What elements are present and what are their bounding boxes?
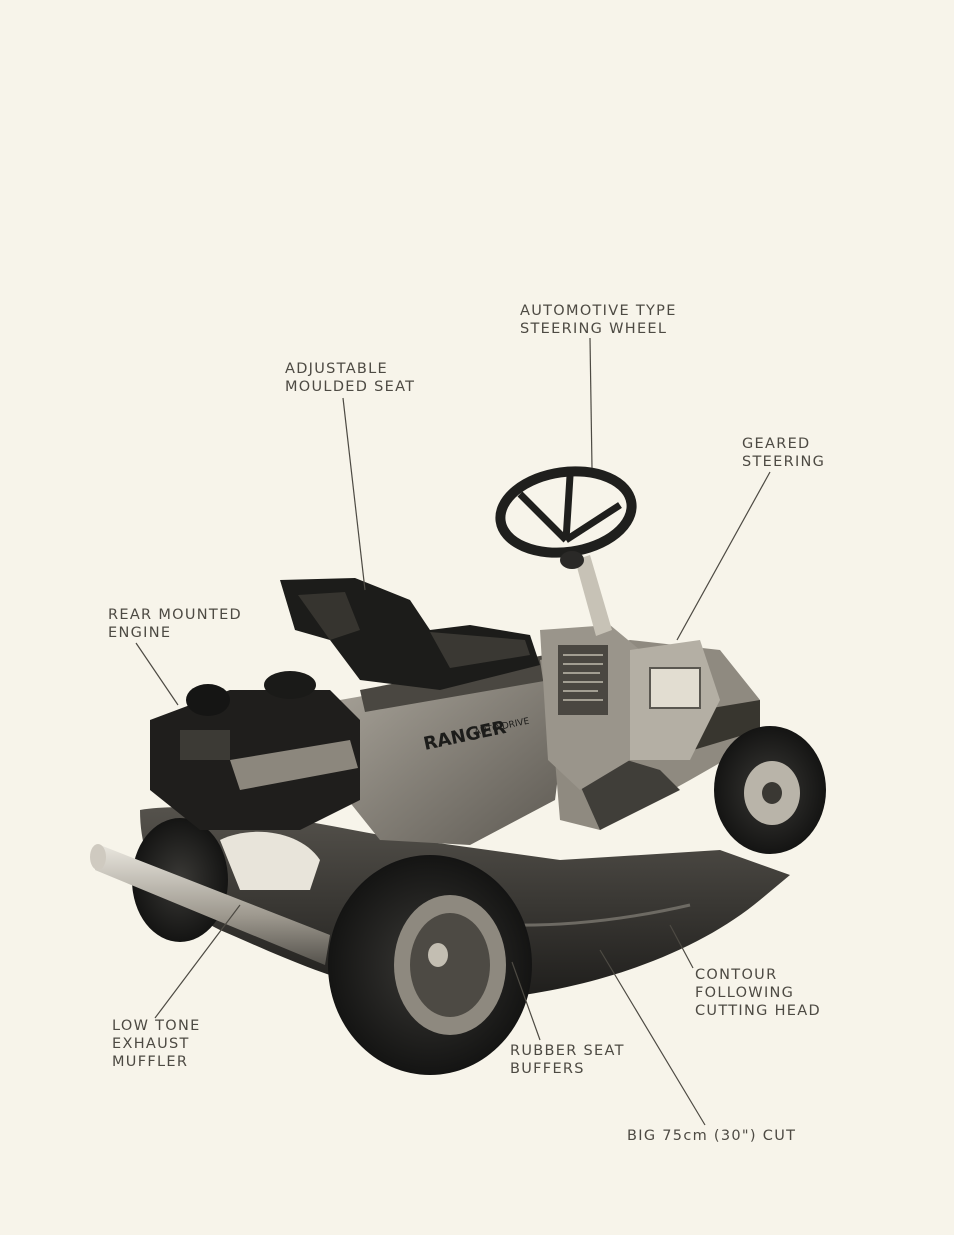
- leader-geared-steering: [677, 472, 770, 640]
- front-wheel: [714, 726, 826, 854]
- moulded-seat: [280, 578, 540, 690]
- label-muffler: LOW TONE EXHAUST MUFFLER: [112, 1017, 201, 1071]
- steering-wheel: [495, 463, 637, 569]
- leader-cut: [600, 950, 705, 1125]
- label-engine: REAR MOUNTED ENGINE: [108, 606, 242, 642]
- label-contour-head: CONTOUR FOLLOWING CUTTING HEAD: [695, 966, 821, 1020]
- label-seat-buffers: RUBBER SEAT BUFFERS: [510, 1042, 625, 1078]
- leader-engine: [136, 643, 178, 705]
- rear-wheel: [328, 855, 532, 1075]
- label-seat: ADJUSTABLE MOULDED SEAT: [285, 360, 415, 396]
- label-geared-steering: GEARED STEERING: [742, 435, 825, 471]
- leader-steering-wheel: [590, 338, 592, 468]
- label-steering-wheel: AUTOMOTIVE TYPE STEERING WHEEL: [520, 302, 677, 338]
- leader-seat: [343, 398, 365, 590]
- label-cut: BIG 75cm (30") CUT: [627, 1127, 796, 1145]
